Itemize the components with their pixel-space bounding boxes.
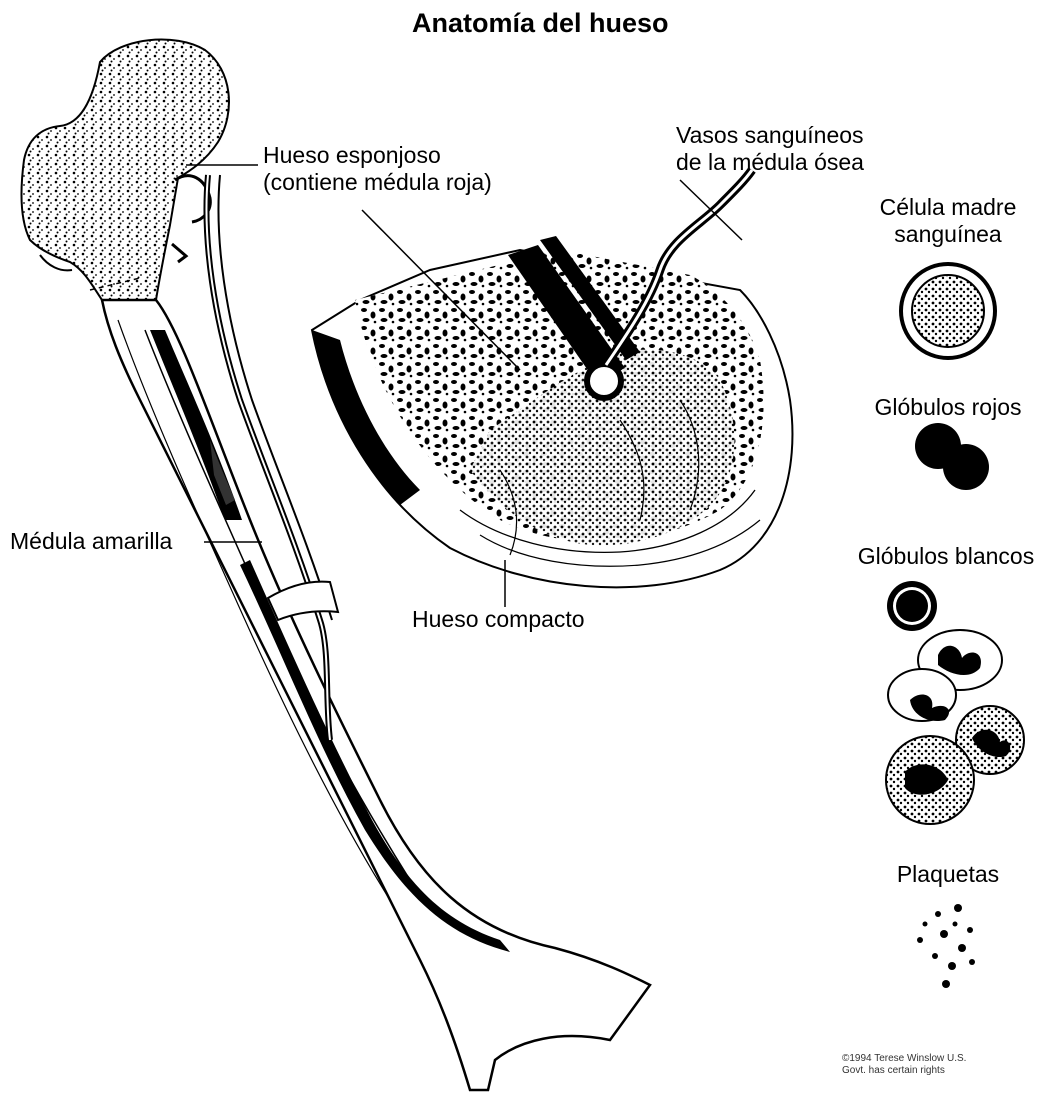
credit-line2: Govt. has certain rights (842, 1065, 966, 1077)
femoral-head (22, 40, 229, 300)
label-stem-cell-line2: sanguínea (858, 221, 1038, 248)
platelets-illustration (917, 904, 975, 988)
label-spongy-bone-line1: Hueso esponjoso (263, 142, 492, 169)
copyright-credit: ©1994 Terese Winslow U.S. Govt. has cert… (842, 1053, 966, 1077)
label-platelets: Plaquetas (858, 861, 1038, 888)
credit-line1: ©1994 Terese Winslow U.S. (842, 1053, 966, 1065)
diagram-title: Anatomía del hueso (412, 8, 669, 39)
label-white-blood-cells: Glóbulos blancos (836, 543, 1056, 570)
label-spongy-bone-line2: (contiene médula roja) (263, 169, 492, 196)
white-blood-cells-illustration (886, 581, 1024, 824)
red-blood-cells-illustration (915, 423, 989, 490)
label-red-blood-cells: Glóbulos rojos (848, 394, 1048, 421)
stem-cell-illustration (901, 264, 995, 358)
label-stem-cell-line1: Célula madre (858, 194, 1038, 221)
label-spongy-bone: Hueso esponjoso (contiene médula roja) (263, 142, 492, 196)
label-compact-bone: Hueso compacto (412, 606, 585, 633)
label-yellow-marrow: Médula amarilla (10, 528, 172, 555)
label-stem-cell: Célula madre sanguínea (858, 194, 1038, 248)
label-marrow-blood-vessels: Vasos sanguíneos de la médula ósea (676, 122, 864, 176)
label-vessels-line2: de la médula ósea (676, 149, 864, 176)
label-vessels-line1: Vasos sanguíneos (676, 122, 864, 149)
